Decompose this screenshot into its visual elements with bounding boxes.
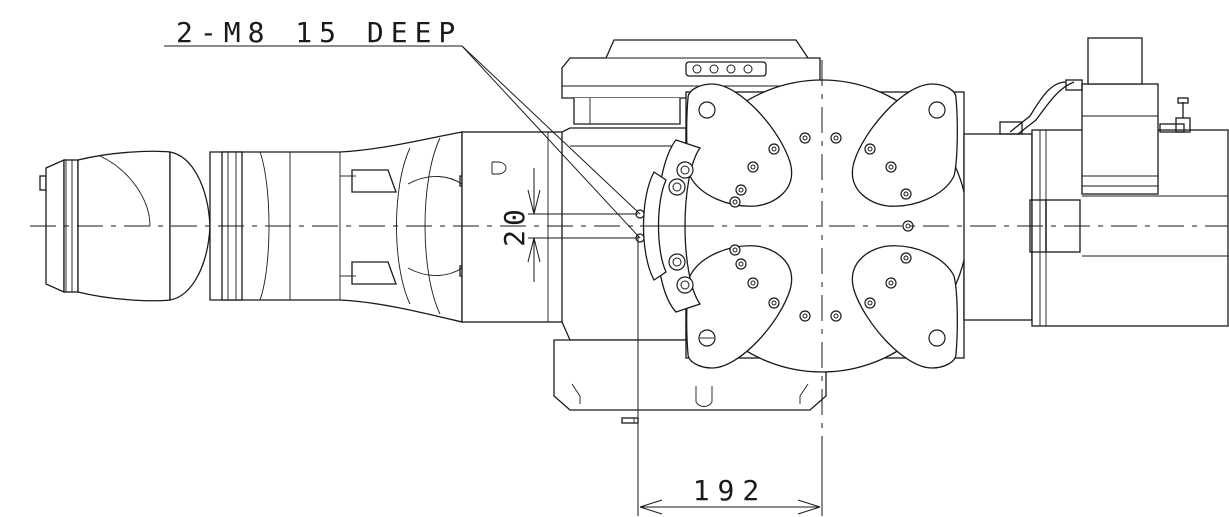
forearm-tube — [209, 131, 467, 323]
dimension-192 — [637, 236, 823, 516]
bolt-circles — [635, 132, 914, 322]
right-motor — [963, 37, 1229, 327]
top-cover — [561, 39, 821, 125]
dimension-192-label: 192 — [693, 474, 768, 507]
dimension-20 — [527, 168, 638, 282]
callout-label: 2-M8 15 DEEP — [176, 16, 462, 49]
callout-leader — [164, 45, 641, 239]
dimension-20-label: 20 — [498, 205, 531, 247]
